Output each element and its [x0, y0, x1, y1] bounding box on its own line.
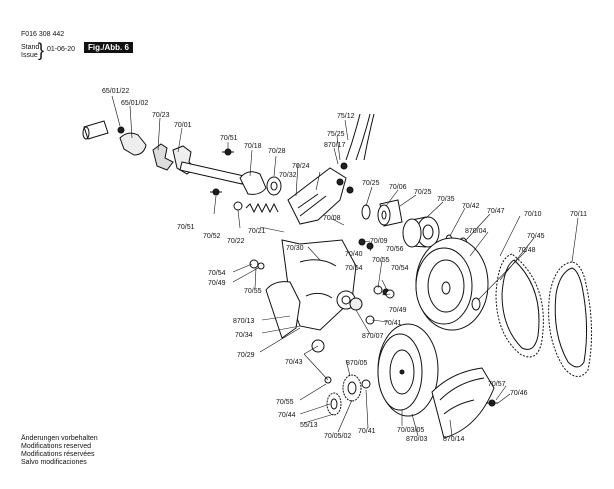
label-70-45: 70/45	[527, 233, 545, 240]
lower-pulley	[324, 323, 439, 417]
label-65-01-22: 65/01/22	[102, 88, 129, 95]
label-70-06: 70/06	[389, 184, 407, 191]
label-870-03: 870/03	[406, 436, 428, 443]
label-75-12: 75/12	[337, 113, 355, 120]
label-870-04: 870/04	[465, 228, 487, 235]
label-75-25: 75/25	[327, 131, 345, 138]
label-870-17: 870/17	[324, 142, 346, 149]
issue-label: Issue	[21, 52, 38, 59]
belt-guard	[431, 367, 498, 439]
label-70-54b: 70/54	[208, 270, 226, 277]
frame-housing	[265, 167, 363, 339]
label-70-51b: 70/51	[177, 224, 195, 231]
issue-date: 01-06-20	[47, 46, 76, 53]
document-number: F016 308 442	[21, 31, 65, 38]
label-70-08: 70/08	[323, 215, 341, 222]
label-70-57: 70/57	[488, 381, 506, 388]
label-70-03-05: 70/03/05	[397, 427, 424, 434]
footer-line-es: Salvo modificaciones	[21, 459, 87, 466]
label-70-43: 70/43	[285, 359, 303, 366]
footer-line-de: Änderungen vorbehalten	[21, 435, 98, 442]
stand-label: Stand	[21, 44, 40, 51]
label-70-23: 70/23	[152, 112, 170, 119]
label-70-56: 70/56	[386, 246, 404, 253]
label-70-44: 70/44	[278, 412, 296, 419]
label-70-21: 70/21	[248, 228, 266, 235]
label-70-54a: 70/54	[345, 265, 363, 272]
label-55-13: 55/13	[300, 422, 318, 429]
label-70-18: 70/18	[244, 143, 262, 150]
label-70-55a: 70/55	[372, 257, 390, 264]
label-70-49a: 70/49	[208, 280, 226, 287]
label-70-41b: 70/41	[358, 428, 376, 435]
label-70-28: 70/28	[268, 148, 286, 155]
label-870-13: 870/13	[233, 318, 255, 325]
footer-line-en: Modifications reserved	[21, 443, 92, 450]
label-70-10: 70/10	[524, 211, 542, 218]
label-70-52: 70/52	[203, 233, 221, 240]
figure-number: Fig./Abb. 6	[84, 42, 133, 53]
label-70-41a: 70/41	[384, 320, 402, 327]
label-870-14: 870/14	[443, 436, 465, 443]
label-70-42: 70/42	[462, 203, 480, 210]
label-70-25b: 70/25	[414, 189, 432, 196]
label-70-54c: 70/54	[391, 265, 409, 272]
label-70-47: 70/47	[487, 208, 505, 215]
label-70-35: 70/35	[437, 196, 455, 203]
label-70-24: 70/24	[292, 163, 310, 170]
label-70-05-02: 70/05/02	[324, 433, 351, 440]
footer-line-fr: Modifications réservées	[21, 451, 95, 458]
large-pulley	[415, 237, 489, 331]
label-70-30: 70/30	[286, 245, 304, 252]
label-70-09: 70/09	[370, 238, 388, 245]
label-70-51: 70/51	[220, 135, 238, 142]
control-cable	[336, 113, 375, 194]
label-70-48: 70/48	[518, 247, 536, 254]
drive-belts	[495, 253, 593, 377]
label-70-29: 70/29	[237, 352, 255, 359]
label-70-11: 70/11	[570, 211, 587, 218]
label-870-07: 870/07	[362, 333, 384, 340]
label-70-34: 70/34	[235, 332, 253, 339]
label-70-49b: 70/49	[389, 307, 407, 314]
label-70-25a: 70/25	[362, 180, 380, 187]
label-70-46: 70/46	[510, 390, 528, 397]
label-70-55c: 70/55	[276, 399, 294, 406]
label-70-32: 70/32	[279, 172, 297, 179]
part-labels: 65/01/22 65/01/02 70/23 70/01 70/51 70/1…	[102, 88, 587, 443]
label-70-01: 70/01	[174, 122, 192, 129]
label-70-22: 70/22	[227, 238, 245, 245]
brace-glyph: }	[38, 40, 45, 60]
label-70-40: 70/40	[345, 251, 363, 258]
label-65-01-02: 65/01/02	[121, 100, 148, 107]
shaft-assembly	[82, 120, 282, 214]
label-870-05: 870/05	[346, 360, 368, 367]
leader-lines	[111, 95, 579, 437]
label-70-55b: 70/55	[244, 288, 262, 295]
